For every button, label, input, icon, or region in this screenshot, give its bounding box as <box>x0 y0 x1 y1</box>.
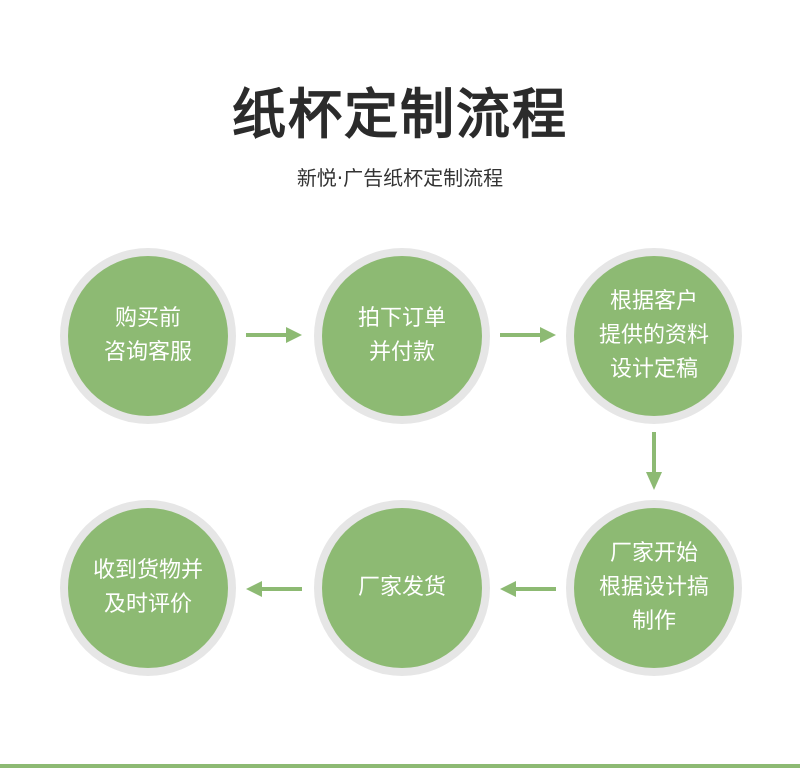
arrow-left-icon <box>500 581 556 597</box>
step-3-line-3: 设计定稿 <box>609 357 698 382</box>
step-1-consult: 购买前 咨询客服 <box>60 248 236 424</box>
step-2-order: 拍下订单 并付款 <box>314 248 490 424</box>
step-3-line-1: 根据客户 <box>609 289 698 314</box>
step-4-production: 厂家开始 根据设计搞 制作 <box>566 500 742 676</box>
step-5-line-1: 厂家发货 <box>357 575 446 600</box>
page-title: 纸杯定制流程 <box>232 83 568 146</box>
step-3-line-2: 提供的资料 <box>598 323 709 348</box>
arrow-left-icon <box>246 581 302 597</box>
step-2-line-2: 并付款 <box>368 340 435 365</box>
step-5-shipping: 厂家发货 <box>314 500 490 676</box>
step-1-line-1: 购买前 <box>114 306 181 331</box>
step-6-line-1: 收到货物并 <box>92 558 203 583</box>
step-1-line-2: 咨询客服 <box>103 340 192 365</box>
arrow-right-icon <box>246 327 302 343</box>
step-3-design: 根据客户 提供的资料 设计定稿 <box>566 248 742 424</box>
arrow-down-icon <box>646 432 662 490</box>
step-4-line-2: 根据设计搞 <box>598 575 709 600</box>
arrow-right-icon <box>500 327 556 343</box>
step-6-review: 收到货物并 及时评价 <box>60 500 236 676</box>
step-6-line-2: 及时评价 <box>103 592 192 617</box>
step-4-line-1: 厂家开始 <box>609 541 698 566</box>
page-subtitle: 新悦·广告纸杯定制流程 <box>296 166 504 190</box>
bottom-divider <box>0 764 800 768</box>
step-4-line-3: 制作 <box>631 609 676 634</box>
step-2-line-1: 拍下订单 <box>357 306 446 331</box>
